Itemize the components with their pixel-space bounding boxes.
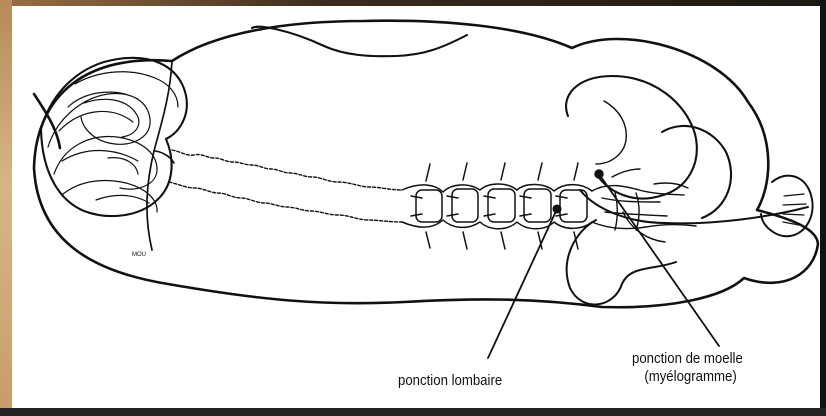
lumbar-puncture-label: ponction lombaire [398, 372, 502, 390]
hair-strands [48, 72, 178, 212]
left-frame-edge [0, 0, 12, 416]
bone-marrow-puncture-label-line-1: ponction de moelle [632, 350, 743, 367]
right-shadow-edge [820, 0, 826, 416]
hip-outline [566, 76, 697, 199]
sacrum-and-pelvis [592, 169, 696, 242]
bottom-shadow-edge [0, 408, 826, 416]
spinal-canal-upper-line [172, 150, 402, 190]
lumbar-spine [402, 163, 592, 249]
artist-mark: MOU [132, 252, 146, 258]
foot-outline [761, 176, 813, 237]
marrow-pointer-line [599, 174, 719, 346]
spinal-canal-lower-line [169, 182, 402, 222]
bone-marrow-puncture-label-line-2: (myélogramme) [632, 368, 743, 386]
bone-marrow-puncture-label: ponction de moelle (myélogramme) [632, 350, 743, 386]
hip-contour [596, 101, 626, 164]
upper-back-fold [252, 27, 467, 56]
lumbar-pointer-line [488, 209, 557, 358]
lumbar-puncture-illustration: MOU [12, 6, 820, 408]
